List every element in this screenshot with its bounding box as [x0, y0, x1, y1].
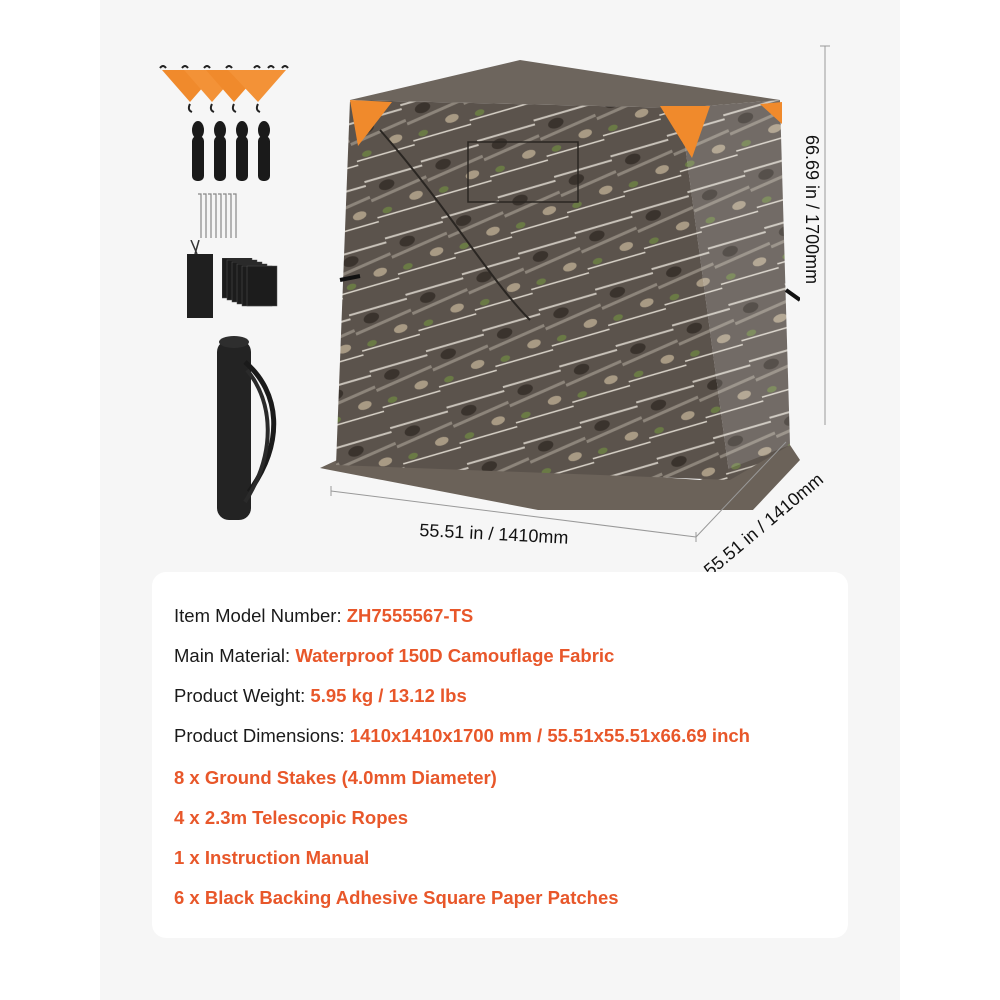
spec-value: 5.95 kg / 13.12 lbs [310, 685, 467, 706]
spec-model-number: Item Model Number: ZH7555567-TS [174, 605, 474, 626]
spec-product-dimensions: Product Dimensions: 1410x1410x1700 mm / … [174, 725, 750, 746]
spec-value: Waterproof 150D Camouflage Fabric [295, 645, 615, 666]
included-item-stakes: 8 x Ground Stakes (4.0mm Diameter) [174, 767, 497, 788]
included-item-patches: 6 x Black Backing Adhesive Square Paper … [174, 887, 619, 908]
orange-flags-icon [159, 65, 289, 113]
spec-product-weight: Product Weight: 5.95 kg / 13.12 lbs [174, 685, 467, 706]
included-item-manual: 1 x Instruction Manual [174, 847, 370, 868]
adhesive-patches-icon [222, 258, 278, 307]
specifications-card: Item Model Number: ZH7555567-TS Main Mat… [152, 572, 848, 938]
spec-main-material: Main Material: Waterproof 150D Camouflag… [174, 645, 615, 666]
ropes-icon [192, 121, 270, 181]
included-item-ropes: 4 x 2.3m Telescopic Ropes [174, 807, 409, 828]
ground-stakes-icon [198, 193, 237, 238]
storage-pouch-icon [187, 240, 213, 318]
carry-bag-icon [217, 336, 277, 520]
spec-value: ZH7555567-TS [346, 605, 474, 626]
hunting-blind-tent-image [320, 60, 800, 510]
spec-value: 1410x1410x1700 mm / 55.51x55.51x66.69 in… [349, 725, 750, 746]
height-dimension-label: 66.69 in / 1700mm [802, 135, 822, 285]
